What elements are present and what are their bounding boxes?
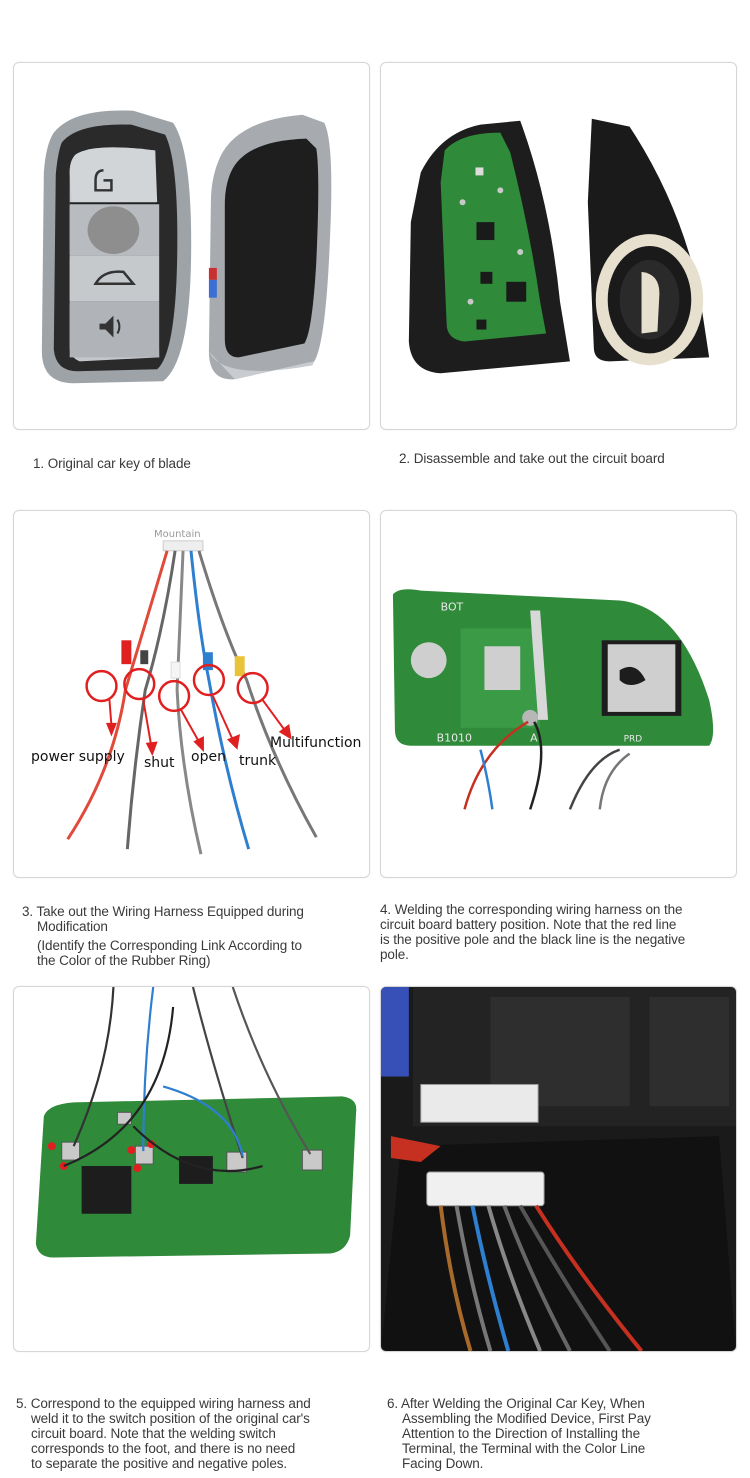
label-multifunction: Multifunction — [270, 735, 362, 751]
solder-points — [47, 1140, 156, 1172]
rubber-ring-yellow — [234, 656, 245, 677]
caption-step-5-line-3: circuit board. Note that the welding swi… — [31, 1426, 276, 1441]
caption-step-4-line-3: is the positive pole and the black line … — [380, 932, 686, 947]
caption-step-5: 5. Correspond to the equipped wiring har… — [16, 1396, 366, 1471]
caption-step-5-line-5: to separate the positive and negative po… — [31, 1456, 288, 1471]
battery-welding-illustration: BOT B1010 A PRD — [392, 589, 714, 810]
caption-step-5-line-2: weld it to the switch position of the or… — [31, 1411, 310, 1426]
caption-step-6-line-1: 6. After Welding the Original Car Key, W… — [387, 1396, 645, 1411]
key-back — [208, 114, 332, 380]
rubber-ring-black — [140, 650, 149, 665]
pcb-in-housing — [408, 120, 570, 374]
caption-step-1: 1. Original car key of blade — [33, 456, 191, 471]
soldered-wires — [463, 720, 631, 810]
rubber-ring-red — [121, 640, 132, 665]
caption-step-6-line-5: Facing Down. — [402, 1456, 484, 1471]
caption-step-6-line-3: Attention to the Direction of Installing… — [402, 1426, 640, 1441]
rubber-ring-blue — [202, 652, 213, 671]
photo-battery-welding: BOT B1010 A PRD — [380, 510, 737, 878]
caption-step-3-line-2: Modification — [37, 919, 108, 934]
caption-step-6-line-2: Assembling the Modified Device, First Pa… — [402, 1411, 651, 1426]
caption-step-2: 2. Disassemble and take out the circuit … — [399, 451, 665, 466]
photo-terminal-direction — [380, 986, 737, 1352]
label-power-supply: power supply — [31, 749, 125, 765]
board-text-bot: BOT — [441, 600, 464, 613]
empty-housing — [587, 118, 710, 366]
rubber-ring-white — [170, 661, 181, 679]
label-shut: shut — [144, 755, 175, 771]
connector-label: Mountain — [154, 529, 201, 540]
disassembled-illustration — [408, 118, 710, 374]
terminal-wires — [438, 1204, 644, 1351]
caption-step-4-line-1: 4. Welding the corresponding wiring harn… — [380, 902, 683, 917]
caption-step-4-line-4: pole. — [380, 947, 409, 962]
caption-step-3-line-1: 3. Take out the Wiring Harness Equipped … — [22, 904, 304, 919]
wiring-harness-illustration — [66, 540, 318, 855]
photo-wiring-harness: Mountain power supply shut open trunk Mu… — [13, 510, 370, 878]
photo-switch-welding — [13, 986, 370, 1352]
key-front — [41, 110, 192, 384]
board-text-code-suffix: A — [530, 732, 538, 745]
photo-disassembled — [380, 62, 737, 430]
harness-wires — [66, 550, 318, 855]
label-trunk: trunk — [239, 753, 277, 769]
photo-original-key — [13, 62, 370, 430]
caption-step-6-line-4: Terminal, the Terminal with the Color Li… — [402, 1441, 646, 1456]
caption-step-4: 4. Welding the corresponding wiring harn… — [380, 902, 740, 962]
switch-wires — [63, 987, 312, 1173]
label-open: open — [191, 749, 226, 765]
caption-step-3-line-4: the Color of the Rubber Ring) — [37, 953, 211, 968]
board-text-code: B1010 — [437, 732, 472, 745]
caption-step-3-line-3: (Identify the Corresponding Link Accordi… — [37, 938, 302, 953]
terminal-direction-illustration — [381, 987, 736, 1351]
caption-step-5-line-1: 5. Correspond to the equipped wiring har… — [16, 1396, 311, 1411]
terminal-connector — [426, 1171, 545, 1207]
original-key-illustration — [41, 110, 332, 384]
caption-step-4-line-2: circuit board battery position. Note tha… — [380, 917, 677, 932]
pointer-arrows — [106, 695, 292, 757]
highlight-circles — [85, 663, 269, 713]
caption-step-6: 6. After Welding the Original Car Key, W… — [387, 1396, 737, 1471]
switch-welding-illustration — [35, 987, 357, 1258]
caption-step-3: 3. Take out the Wiring Harness Equipped … — [22, 904, 367, 968]
board-text-prd: PRD — [624, 735, 643, 745]
caption-step-5-line-4: corresponds to the foot, and there is no… — [31, 1441, 296, 1456]
